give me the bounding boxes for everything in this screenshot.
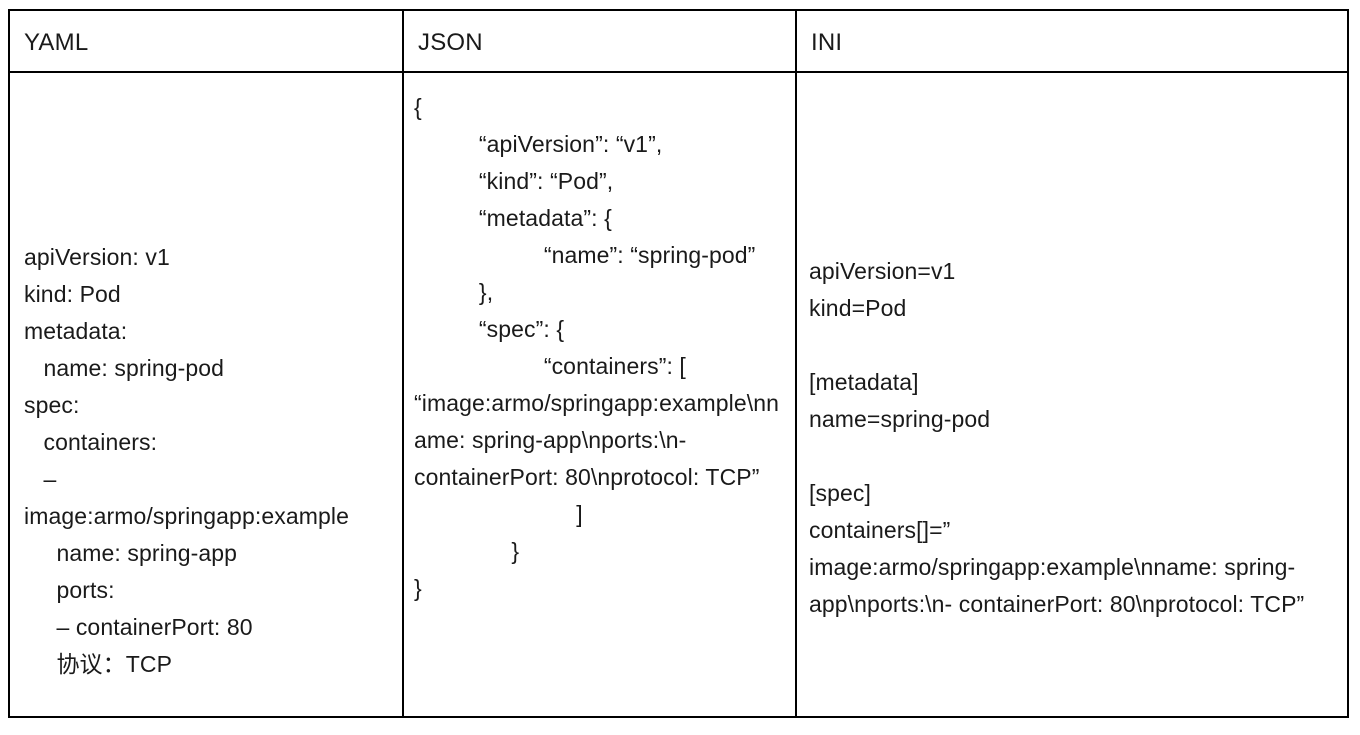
header-row: YAML JSON INI bbox=[8, 9, 1349, 73]
ini-code-block: apiVersion=v1 kind=Pod [metadata] name=s… bbox=[809, 258, 1305, 617]
cell-ini-code: apiVersion=v1 kind=Pod [metadata] name=s… bbox=[795, 71, 1349, 718]
cell-json-code: { “apiVersion”: “v1”, “kind”: “Pod”, “me… bbox=[402, 71, 797, 718]
yaml-code-block: apiVersion: v1 kind: Pod metadata: name:… bbox=[24, 244, 349, 677]
column-header-ini-label: INI bbox=[811, 29, 843, 56]
column-header-json: JSON bbox=[402, 9, 797, 73]
column-header-ini: INI bbox=[795, 9, 1349, 73]
table-body: apiVersion: v1 kind: Pod metadata: name:… bbox=[8, 71, 1349, 718]
column-header-yaml-label: YAML bbox=[24, 29, 89, 56]
table-row: apiVersion: v1 kind: Pod metadata: name:… bbox=[8, 71, 1349, 718]
column-header-json-label: JSON bbox=[418, 29, 483, 56]
format-comparison-table: YAML JSON INI apiVersion: v1 kind: Pod m… bbox=[8, 9, 1349, 718]
json-code-block: { “apiVersion”: “v1”, “kind”: “Pod”, “me… bbox=[414, 94, 780, 601]
column-header-yaml: YAML bbox=[8, 9, 404, 73]
cell-yaml-code: apiVersion: v1 kind: Pod metadata: name:… bbox=[8, 71, 404, 718]
table-header: YAML JSON INI bbox=[8, 9, 1349, 73]
